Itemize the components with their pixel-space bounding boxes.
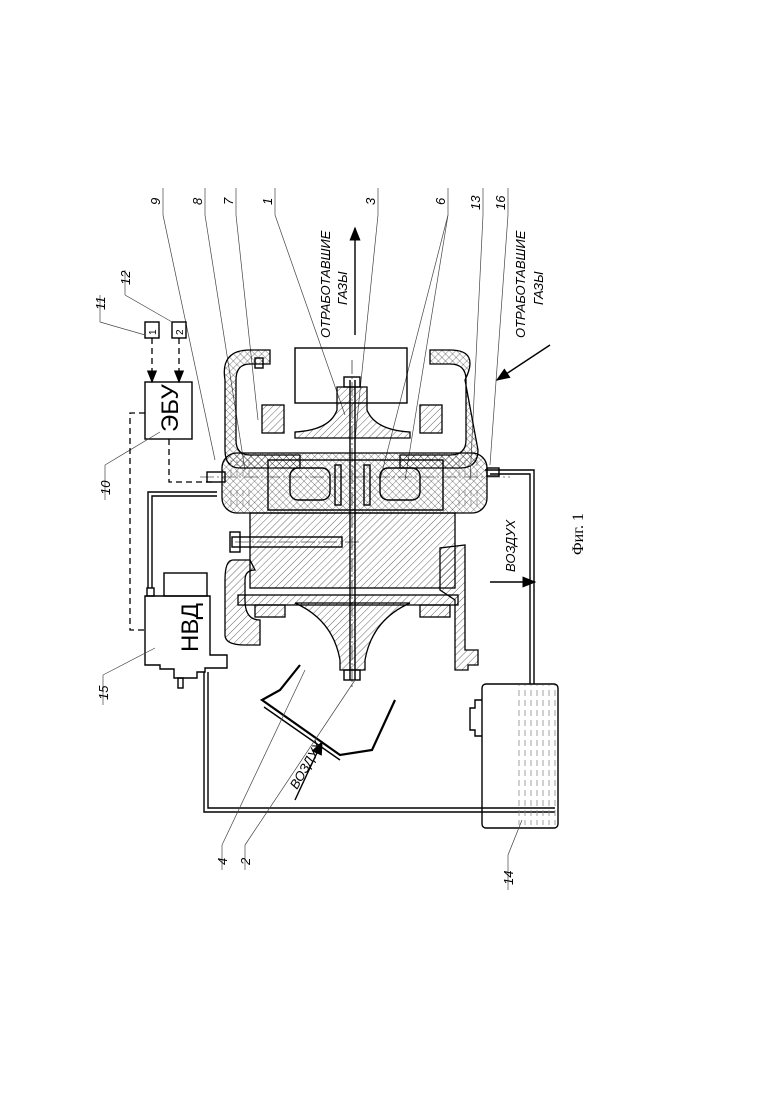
air-inlet-arrow (294, 740, 323, 801)
svg-text:1: 1 (148, 329, 159, 335)
ref-9: 9 (148, 188, 216, 461)
svg-text:7: 7 (221, 197, 236, 205)
compressor-wheel (294, 602, 411, 681)
svg-text:4: 4 (215, 858, 230, 865)
svg-text:6: 6 (433, 197, 448, 205)
svg-text:14: 14 (501, 871, 516, 885)
svg-text:16: 16 (493, 195, 508, 210)
svg-text:ОТРАБОТАВШИЕ: ОТРАБОТАВШИЕ (513, 230, 528, 338)
ref-2: 2 (238, 679, 356, 870)
svg-text:12: 12 (118, 270, 133, 285)
center-housing (229, 512, 456, 589)
compressor-housing (224, 544, 479, 671)
ref-4: 4 (215, 669, 306, 870)
svg-text:1: 1 (260, 198, 275, 205)
fluid-tank: 14 (469, 683, 559, 890)
fuel-lines (147, 469, 555, 813)
svg-text:15: 15 (96, 685, 111, 700)
reference-labels-bottom: 4 2 (215, 669, 356, 870)
svg-text:11: 11 (93, 297, 108, 311)
ref-7: 7 (221, 188, 259, 421)
turbocharger-assembly (200, 347, 510, 761)
exhaust-inlet-arrow (495, 344, 551, 381)
svg-text:8: 8 (190, 197, 205, 205)
figure-caption: Фиг. 1 (570, 513, 587, 555)
svg-text:ГАЗЫ: ГАЗЫ (335, 271, 350, 305)
turbine-wheel (261, 376, 443, 439)
sensor-1-block: 1 11 (93, 295, 160, 384)
ref-16: 16 (489, 188, 509, 466)
svg-text:ГАЗЫ: ГАЗЫ (531, 271, 546, 305)
svg-text:2: 2 (238, 857, 253, 866)
svg-text:9: 9 (148, 198, 163, 205)
ref-1: 1 (260, 188, 346, 416)
svg-text:ОТРАБОТАВШИЕ: ОТРАБОТАВШИЕ (318, 230, 333, 338)
ref-8: 8 (190, 188, 246, 471)
svg-text:2: 2 (175, 329, 186, 335)
svg-text:13: 13 (468, 195, 483, 210)
svg-text:10: 10 (98, 480, 113, 495)
svg-text:НВД: НВД (177, 603, 204, 652)
electric-machine (206, 452, 500, 514)
svg-text:ВОЗДУХ: ВОЗДУХ (503, 518, 518, 572)
air-inlet-duct (259, 664, 396, 761)
hp-pump-block: НВД 15 (96, 572, 228, 705)
svg-text:ЭБУ: ЭБУ (157, 384, 184, 432)
air-outlet-label: ВОЗДУХ (490, 518, 537, 588)
ecu-block: ЭБУ 10 (98, 381, 212, 631)
exhaust-inlet-label: ОТРАБОТАВШИЕ ГАЗЫ (495, 230, 551, 381)
sensor-2-block: 2 12 (118, 270, 187, 384)
svg-text:3: 3 (363, 197, 378, 205)
air-inlet-label: ВОЗДУХ (287, 738, 326, 801)
exhaust-outlet-label: ОТРАБОТАВШИЕ ГАЗЫ (318, 226, 361, 338)
